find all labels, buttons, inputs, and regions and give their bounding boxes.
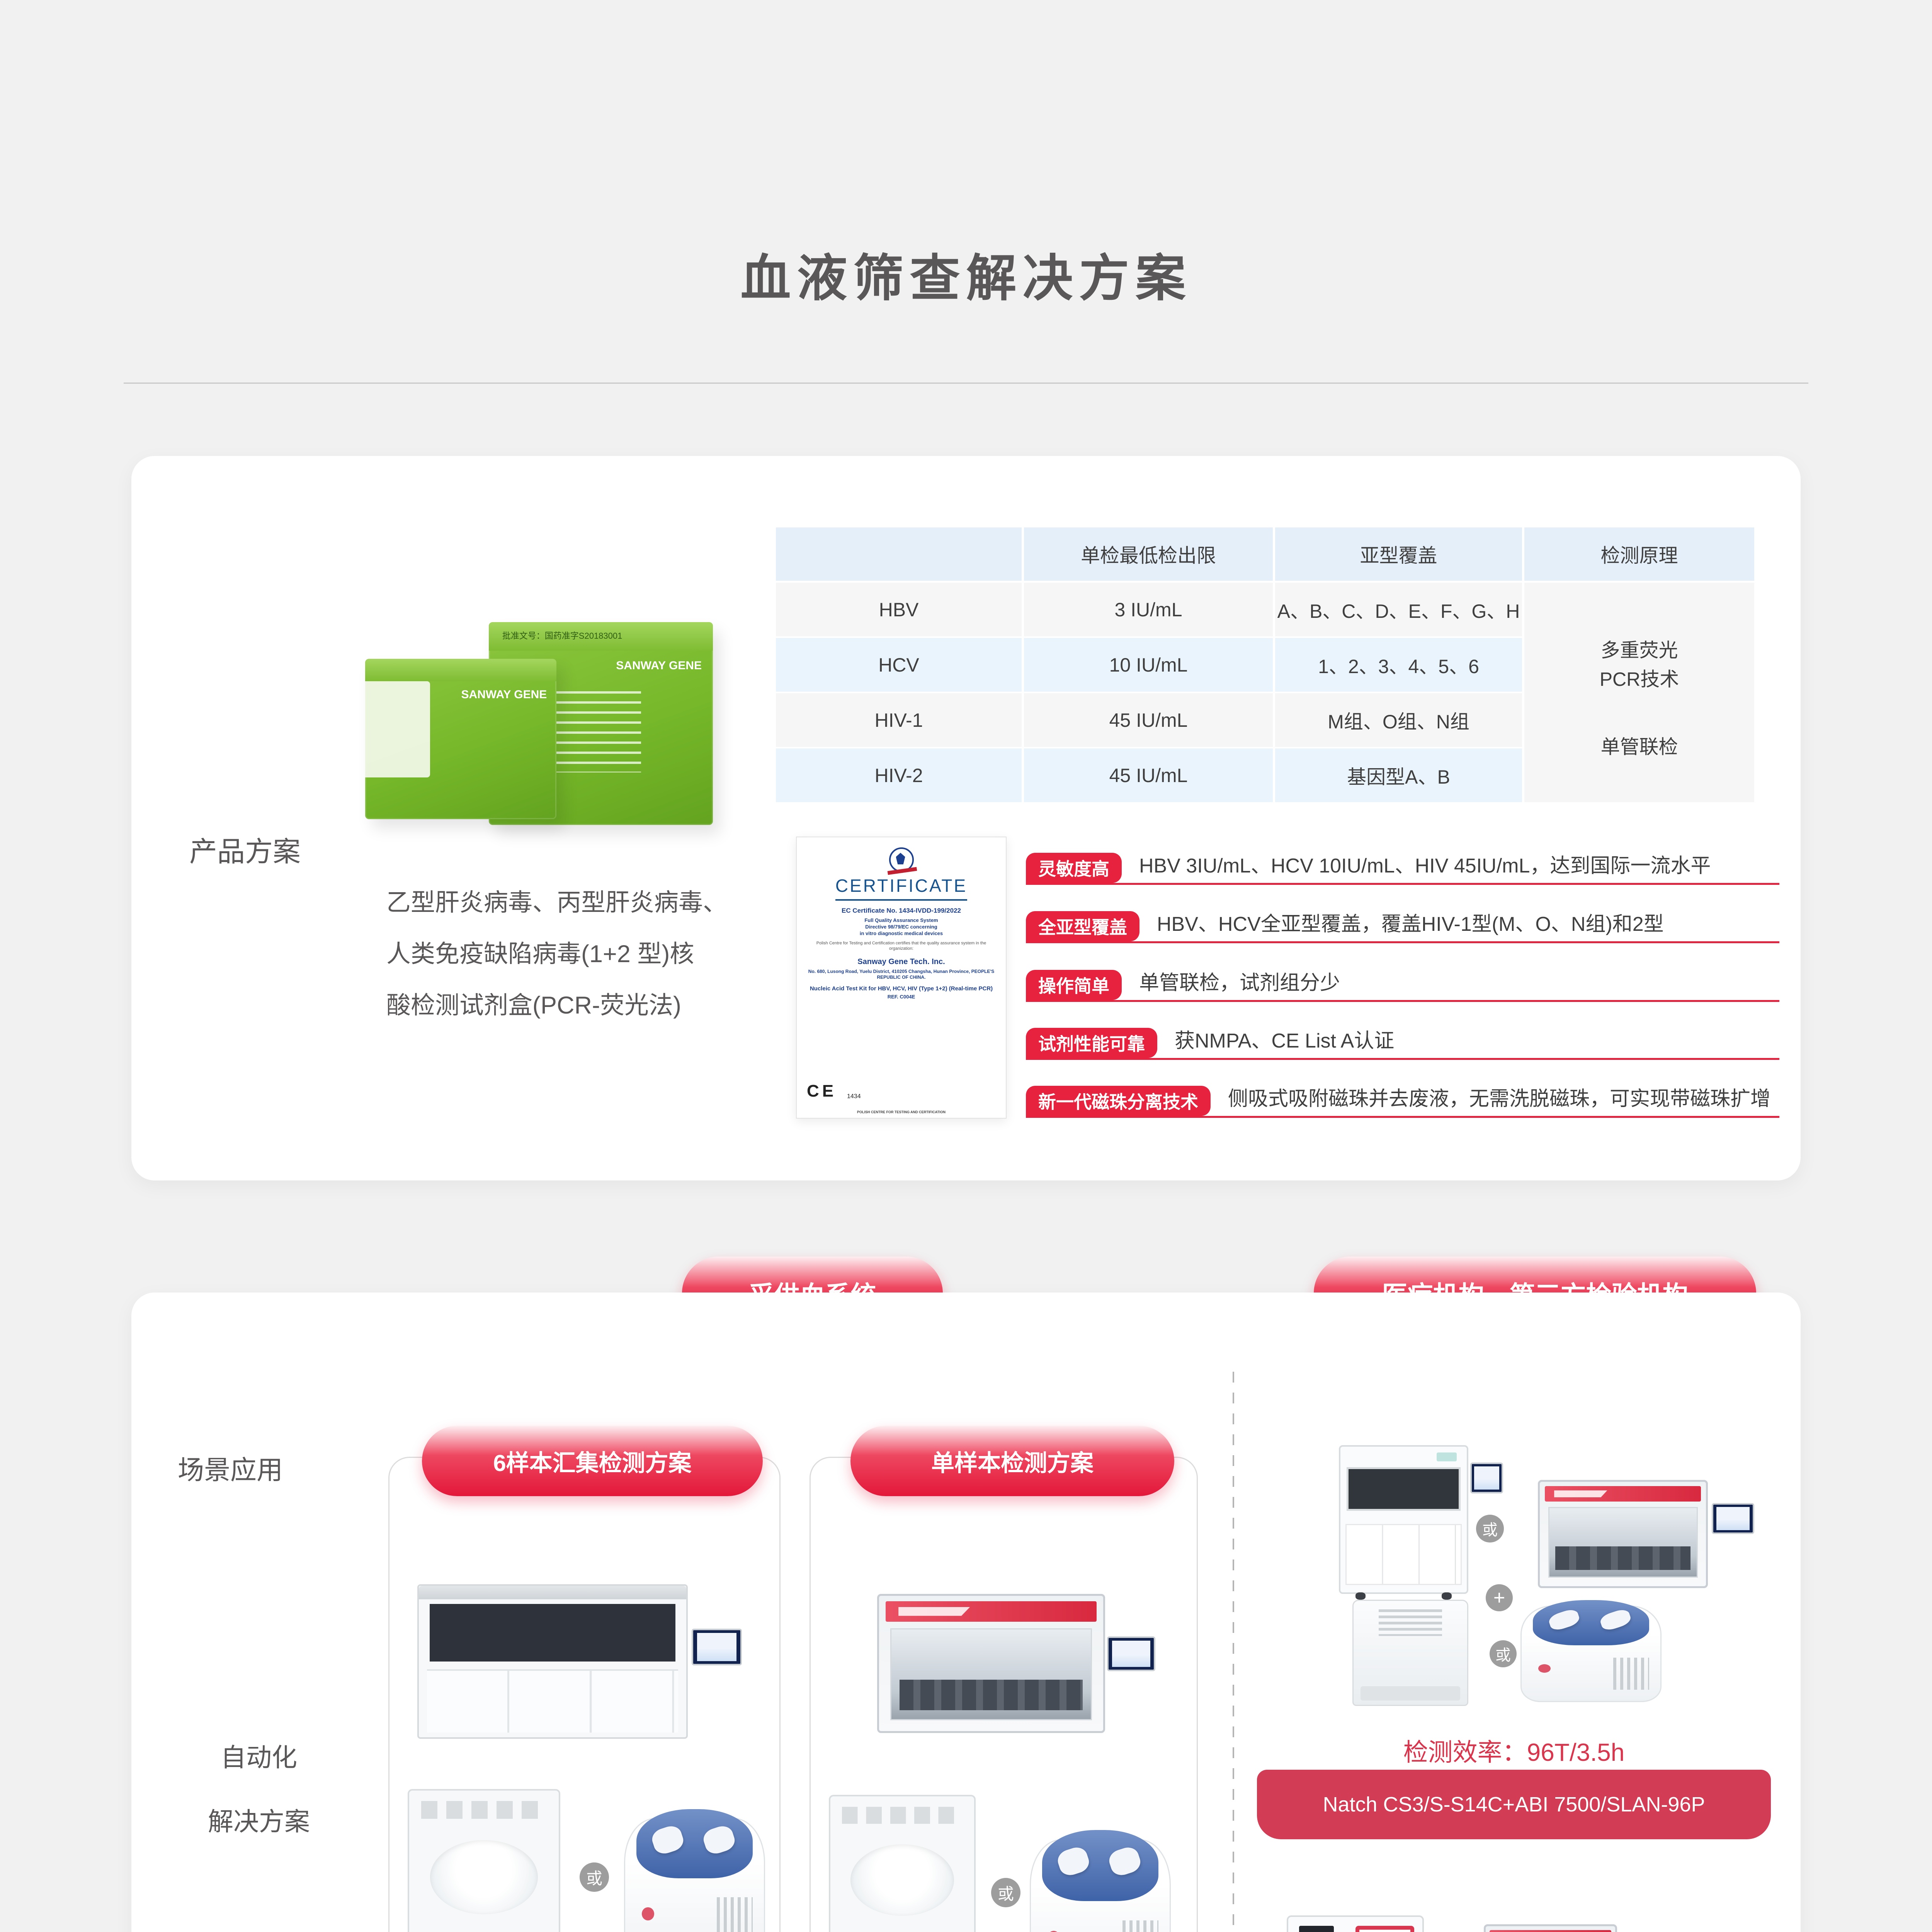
certificate-number: EC Certificate No. 1434-IVDD-199/2022: [842, 907, 961, 914]
table-principle-cell: 多重荧光 PCR技术 单管联检: [1524, 583, 1754, 802]
table-header-empty: [776, 527, 1022, 581]
feature-text: 单管联检，试剂组分少: [1139, 972, 1340, 994]
certificate-title: CERTIFICATE: [835, 875, 968, 901]
table-cell: 45 IU/mL: [1024, 748, 1273, 802]
certificate-company: Sanway Gene Tech. Inc.: [857, 957, 945, 966]
table-header-principle: 检测原理: [1524, 527, 1754, 581]
title-divider: [124, 383, 1808, 384]
scene-label: 场景应用: [178, 1456, 283, 1485]
product-plan-label: 产品方案: [189, 837, 301, 867]
certificate-line: Directive 98/79/EC concerning: [865, 924, 937, 930]
instrument-natch48-image: [1287, 1915, 1424, 1932]
solutions-card: 场景应用 6样本汇集检测方案 单样本检测方案 自动化 解决方案 全自动化 解决方…: [131, 1293, 1801, 1932]
scheme-badge-pooled: 6样本汇集检测方案: [422, 1426, 763, 1496]
instrument-ss14c-image: [1538, 1480, 1708, 1588]
instrument-slan96s-image: [624, 1809, 765, 1932]
table-cell: M组、O组、N组: [1275, 693, 1522, 747]
description-line: 人类免疫缺陷病毒(1+2 型)核: [386, 940, 694, 968]
certificate-line: Full Quality Assurance System: [864, 917, 938, 923]
feature-badge: 全亚型覆盖: [1026, 911, 1139, 941]
or-connector: 或: [1490, 1640, 1517, 1667]
description-line: 酸检测试剂盒(PCR-荧光法): [386, 992, 681, 1019]
principle-line: PCR技术: [1599, 668, 1679, 690]
feature-badge: 试剂性能可靠: [1026, 1028, 1157, 1058]
instrument-slan96s-image: [1030, 1830, 1171, 1932]
feature-row: 操作简单 单管联检，试剂组分少: [1026, 970, 1779, 1002]
certificate-line: in vitro diagnostic medical devices: [859, 930, 943, 936]
feature-row: 全亚型覆盖 HBV、HCV全亚型覆盖，覆盖HIV-1型(M、O、N组)和2型: [1026, 911, 1779, 943]
table-cell: 45 IU/mL: [1024, 693, 1273, 747]
table-cell: 10 IU/mL: [1024, 638, 1273, 692]
principle-line: 单管联检: [1600, 736, 1678, 758]
product-card: 单检最低检出限 亚型覆盖 检测原理 HBV 3 IU/mL A、B、C、D、E、…: [131, 456, 1801, 1180]
product-description: 乙型肝炎病毒、丙型肝炎病毒、 人类免疫缺陷病毒(1+2 型)核 酸检测试剂盒(P…: [386, 883, 757, 1037]
feature-badge: 新一代磁珠分离技术: [1026, 1086, 1211, 1116]
instrument-abi7500-image: [408, 1789, 560, 1932]
instrument-monitor-image: [692, 1629, 742, 1665]
table-cell: 3 IU/mL: [1024, 583, 1273, 636]
feature-badge: 灵敏度高: [1026, 853, 1122, 883]
table-cell: 基因型A、B: [1275, 748, 1522, 802]
or-connector: 或: [580, 1862, 609, 1892]
instrument-ss14-image: [1484, 1924, 1617, 1932]
certificate-address: No. 680, Lusong Road, Yuelu District, 41…: [808, 969, 995, 980]
config-banner-right-top: Natch CS3/S-S14C+ABI 7500/SLAN-96P: [1257, 1770, 1771, 1839]
automation-label: 自动化 解决方案: [178, 1737, 340, 1838]
efficiency-text-right-top: 检测效率：96T/3.5h: [1403, 1738, 1625, 1766]
table-row: HIV-2: [776, 748, 1022, 802]
instrument-abi7500-image: [829, 1795, 976, 1932]
certificate-footer: POLISH CENTRE FOR TESTING AND CERTIFICAT…: [857, 1110, 946, 1114]
feature-text: HBV 3IU/mL、HCV 10IU/mL、HIV 45IU/mL，达到国际一…: [1139, 855, 1711, 877]
instrument-monitor-image: [1107, 1636, 1155, 1671]
ce-mark-number: 1434: [847, 1093, 861, 1100]
instrument-abi7500-tower-image: [1352, 1600, 1468, 1706]
instrument-monitor-image: [1470, 1463, 1503, 1493]
feature-row: 新一代磁珠分离技术 侧吸式吸附磁珠并去废液，无需洗脱磁珠，可实现带磁珠扩增: [1026, 1086, 1779, 1118]
scheme-badge-single: 单样本检测方案: [850, 1426, 1174, 1496]
column-divider: [1233, 1372, 1234, 1932]
feature-text: 获NMPA、CE List A认证: [1175, 1030, 1395, 1052]
certificate-ref: REF. C004E: [887, 994, 915, 1000]
certificate-product: Nucleic Acid Test Kit for HBV, HCV, HIV …: [810, 985, 993, 992]
table-header-subtype: 亚型覆盖: [1275, 527, 1522, 581]
table-row: HBV: [776, 583, 1022, 636]
certificate-seal-icon: [889, 847, 914, 872]
ce-mark-icon: CE: [807, 1082, 837, 1100]
reagent-box-image: SANWAY GENE: [365, 659, 556, 819]
feature-badge: 操作简单: [1026, 970, 1122, 1000]
sanway-gene-logo: SANWAY GENE: [461, 688, 547, 701]
table-row: HIV-1: [776, 693, 1022, 747]
instrument-ss14a-image: [417, 1584, 688, 1739]
plus-connector: +: [1486, 1584, 1513, 1611]
sanway-gene-logo: SANWAY GENE: [616, 659, 702, 672]
or-connector: 或: [991, 1878, 1020, 1907]
table-cell: A、B、C、D、E、F、G、H: [1275, 583, 1522, 636]
table-header-lod: 单检最低检出限: [1024, 527, 1273, 581]
feature-row: 试剂性能可靠 获NMPA、CE List A认证: [1026, 1028, 1779, 1060]
page-title: 血液筛查解决方案: [740, 250, 1192, 306]
feature-text: HBV、HCV全亚型覆盖，覆盖HIV-1型(M、O、N组)和2型: [1157, 913, 1664, 935]
automation-label-line: 解决方案: [208, 1807, 310, 1836]
certificate-note: Polish Centre for Testing and Certificat…: [816, 941, 986, 951]
principle-line: 多重荧光: [1600, 639, 1678, 661]
table-cell: 1、2、3、4、5、6: [1275, 638, 1522, 692]
feature-row: 灵敏度高 HBV 3IU/mL、HCV 10IU/mL、HIV 45IU/mL，…: [1026, 853, 1779, 885]
or-connector: 或: [1476, 1515, 1504, 1543]
instrument-monitor-image: [1712, 1503, 1754, 1534]
feature-text: 侧吸式吸附磁珠并去废液，无需洗脱磁珠，可实现带磁珠扩增: [1228, 1088, 1771, 1110]
automation-label-line: 自动化: [221, 1743, 297, 1772]
reagent-box-regno: 批准文号：国药准字S20183001: [502, 631, 622, 641]
description-line: 乙型肝炎病毒、丙型肝炎病毒、: [386, 889, 727, 916]
instrument-ss14c-image: [877, 1594, 1105, 1733]
instrument-natch-cs3-image: [1339, 1445, 1468, 1600]
instrument-slan96p-image: [1520, 1600, 1662, 1702]
ce-certificate-image: CERTIFICATE EC Certificate No. 1434-IVDD…: [796, 837, 1007, 1119]
table-row: HCV: [776, 638, 1022, 692]
